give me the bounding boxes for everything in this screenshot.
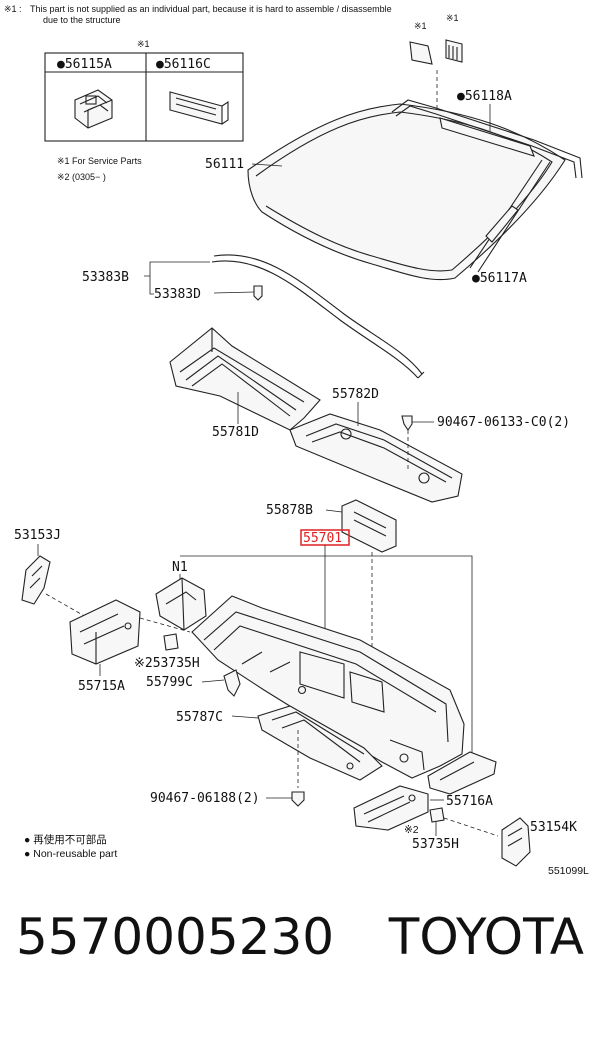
label-55781D: 55781D bbox=[212, 425, 259, 440]
dash-55715A bbox=[139, 617, 191, 633]
bracket-53153J bbox=[21, 555, 51, 605]
cowl-louver-55782D bbox=[289, 413, 463, 503]
clip-56116C-drawing bbox=[169, 91, 229, 125]
label-56117A: ●56117A bbox=[472, 271, 527, 286]
label-53383D: 53383D bbox=[154, 287, 201, 302]
bracket-N1 bbox=[155, 577, 207, 631]
label-53153J: 53153J bbox=[14, 528, 61, 543]
label-90467-06188: 90467-06188(2) bbox=[150, 791, 260, 806]
lead-53383B-a bbox=[144, 261, 210, 277]
note-line-1: This part is not supplied as an individu… bbox=[30, 4, 392, 14]
dash-53153J bbox=[45, 593, 89, 619]
note-line-2: due to the structure bbox=[43, 15, 121, 25]
clip-90467-06188 bbox=[291, 791, 305, 807]
small-clip-b bbox=[445, 39, 463, 63]
windshield-glass-56111 bbox=[247, 103, 566, 281]
clip-90467-06133 bbox=[401, 415, 413, 431]
label-55787C: 55787C bbox=[176, 710, 223, 725]
label-N1: N1 bbox=[172, 560, 188, 575]
lead-53383D bbox=[213, 291, 255, 294]
lead-55799C bbox=[201, 679, 225, 683]
label-56111: 56111 bbox=[205, 157, 244, 172]
pad-55878B bbox=[341, 499, 397, 553]
label-53735H-top: ※253735H bbox=[134, 656, 200, 671]
clip-56115A-drawing bbox=[74, 89, 113, 129]
label-56116C: ●56116C bbox=[156, 57, 211, 72]
label-53735H-bottom: 53735H bbox=[412, 837, 459, 852]
service-parts-box bbox=[44, 52, 244, 142]
clip-53383D bbox=[253, 285, 263, 301]
mark-ref-1a: ※1 bbox=[414, 21, 427, 31]
diagram-id: 551099L bbox=[548, 865, 589, 877]
label-90467-06133: 90467-06133-C0(2) bbox=[437, 415, 570, 430]
small-clip-a bbox=[409, 41, 433, 65]
mark-53735H-bottom: ※2 bbox=[404, 824, 419, 836]
extension-55716A bbox=[353, 785, 429, 831]
note-mark: ※1 : bbox=[4, 4, 22, 14]
legend-line-2: ● Non-reusable part bbox=[24, 848, 117, 860]
box-header-mark: ※1 bbox=[137, 39, 150, 49]
parts-diagram: ※1 : This part is not supplied as an ind… bbox=[4, 4, 589, 877]
dash-53154K bbox=[443, 817, 499, 837]
label-55878B: 55878B bbox=[266, 503, 313, 518]
lead-55878B bbox=[325, 509, 343, 513]
lead-53383B-b bbox=[149, 276, 154, 295]
molding-56118A bbox=[391, 99, 583, 179]
molding-56117A bbox=[469, 159, 551, 273]
label-55716A: 55716A bbox=[446, 794, 493, 809]
bracket-53154K bbox=[501, 817, 531, 867]
mark-ref-1b: ※1 bbox=[446, 13, 459, 23]
service-note-line-2: ※2 (0305− ) bbox=[57, 172, 106, 182]
label-55701: 55701 bbox=[303, 531, 342, 546]
extension-55715A bbox=[69, 599, 141, 665]
label-53383B: 53383B bbox=[82, 270, 129, 285]
dash-panel-55701 bbox=[191, 595, 465, 779]
service-note-line-1: ※1 For Service Parts bbox=[57, 156, 142, 166]
label-55799C: 55799C bbox=[146, 675, 193, 690]
label-55715A: 55715A bbox=[78, 679, 125, 694]
clip-53735H-bottom bbox=[429, 807, 445, 823]
bracket-55701 bbox=[180, 555, 473, 760]
brand-name: TOYOTA bbox=[388, 908, 584, 966]
label-56115A: ●56115A bbox=[57, 57, 112, 72]
part-number: 5570005230 bbox=[16, 908, 335, 966]
label-55782D: 55782D bbox=[332, 387, 379, 402]
cowl-louver-55781D bbox=[169, 327, 321, 431]
lead-56111 bbox=[251, 163, 283, 167]
extension-right bbox=[427, 751, 497, 795]
panel-55787C bbox=[257, 705, 383, 781]
clip-53735H-top bbox=[163, 633, 179, 651]
weatherstrip-53383B bbox=[211, 254, 425, 379]
label-53154K: 53154K bbox=[530, 820, 577, 835]
legend-line-1: ● 再使用不可部品 bbox=[24, 833, 107, 846]
label-56118A: ●56118A bbox=[457, 89, 512, 104]
bracket-55799C bbox=[223, 669, 241, 697]
lead-55787C bbox=[231, 715, 259, 719]
